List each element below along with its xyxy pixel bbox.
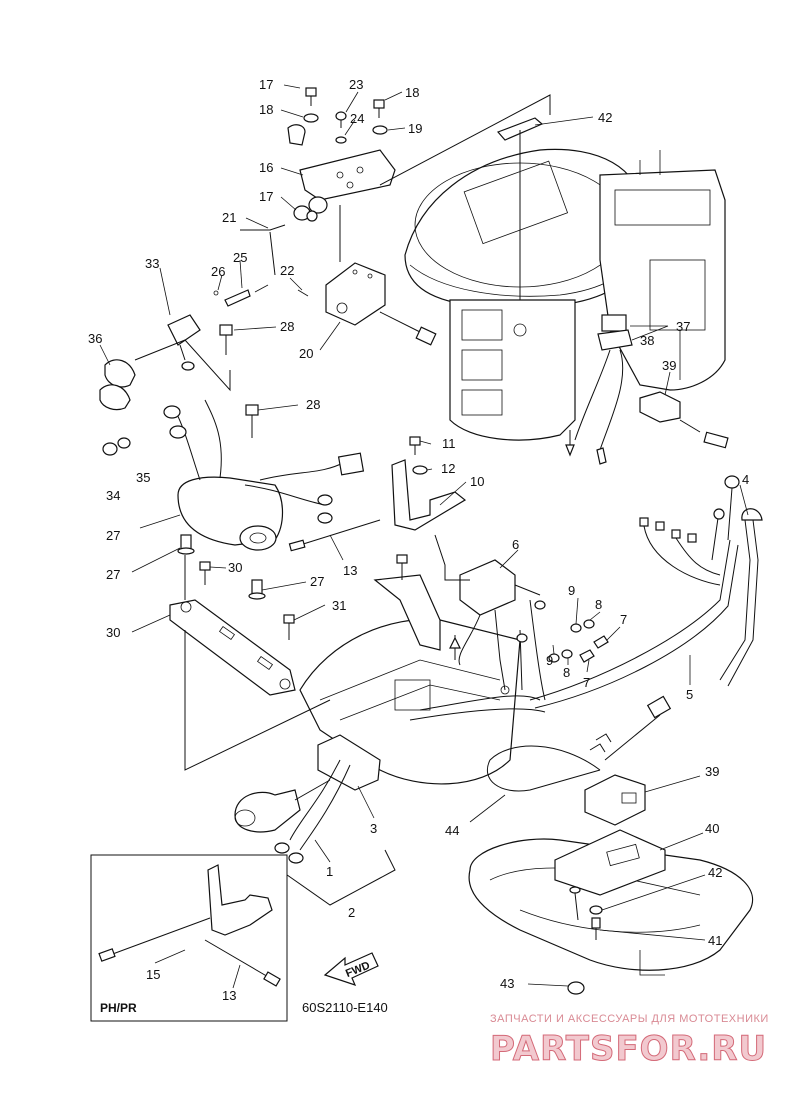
callout-17b: 18 — [405, 85, 419, 100]
callout-27b: 27 — [310, 574, 324, 589]
leader-lines — [99, 84, 749, 989]
callout-23: 24 — [350, 111, 364, 126]
callout-33: 35 — [136, 470, 150, 485]
callout-32: 34 — [106, 488, 120, 503]
callout-18a: 18 — [259, 102, 273, 117]
callout-labels: 17 18 23 24 18 19 42 16 17 21 25 26 22 3… — [88, 77, 749, 1003]
callout-17a: 17 — [259, 77, 273, 92]
callout-34: 36 — [88, 331, 102, 346]
callout-15: 16 — [259, 160, 273, 175]
callout-38: 42 — [598, 110, 612, 125]
callout-13b: 13 — [222, 988, 236, 1003]
callout-10: 10 — [470, 474, 484, 489]
callout-43: 43 — [500, 976, 514, 991]
callout-3: 3 — [370, 821, 377, 836]
callout-29: 30 — [106, 625, 120, 640]
callout-9b: 9 — [546, 653, 553, 668]
diagram-code: 60S2110-E140 — [302, 1000, 388, 1015]
callout-6: 6 — [512, 537, 519, 552]
callout-7a: 7 — [620, 612, 627, 627]
callout-12: 12 — [441, 461, 455, 476]
fwd-label: FWD — [344, 960, 372, 981]
bracket-assembly — [213, 87, 551, 346]
callout-37: 39 — [662, 358, 676, 373]
callout-11: 11 — [442, 436, 456, 451]
callout-16: 17 — [259, 189, 273, 204]
inset-label: PH/PR — [100, 1001, 137, 1015]
warning-unit — [487, 695, 672, 995]
callout-8b: 8 — [563, 665, 570, 680]
callout-20: 21 — [222, 210, 236, 225]
cdi-unit — [163, 399, 365, 551]
inset-box — [90, 854, 288, 1022]
sensor-connectors — [565, 314, 729, 465]
engine-block — [404, 148, 726, 441]
callout-24: 25 — [233, 250, 247, 265]
callout-9a: 9 — [568, 583, 575, 598]
main-switch — [234, 734, 396, 906]
callout-30b: 31 — [332, 598, 346, 613]
callout-13a: 13 — [343, 563, 357, 578]
callout-35: 37 — [676, 319, 690, 334]
fwd-arrow: FWD — [323, 952, 379, 986]
callout-39: 39 — [705, 764, 719, 779]
callout-26: 27 — [106, 528, 120, 543]
wire-harness — [409, 475, 763, 721]
bracket-plate — [99, 314, 331, 771]
callout-31: 33 — [145, 256, 159, 271]
callout-8a: 8 — [595, 597, 602, 612]
watermark-tagline: ЗАПЧАСТИ И АКСЕССУАРЫ ДЛЯ МОТОТЕХНИКИ — [490, 1013, 769, 1025]
callout-27a: 27 — [106, 567, 120, 582]
callout-22: 23 — [349, 77, 363, 92]
callout-30a: 30 — [228, 560, 242, 575]
callout-18b: 19 — [408, 121, 422, 136]
callout-40: 40 — [705, 821, 719, 836]
callout-5: 5 — [686, 687, 693, 702]
callout-42: 42 — [708, 865, 722, 880]
callout-19: 20 — [299, 346, 313, 361]
callout-25: 26 — [211, 264, 225, 279]
callout-44: 44 — [445, 823, 459, 838]
callout-14: 15 — [146, 967, 160, 982]
callout-2: 2 — [348, 905, 355, 920]
callout-4: 4 — [742, 472, 749, 487]
callout-36: 38 — [640, 333, 654, 348]
callout-21: 22 — [280, 263, 294, 278]
watermark-brand: PARTSFOR.RU — [490, 1029, 767, 1069]
callout-41: 41 — [708, 933, 722, 948]
callout-1: 1 — [326, 864, 333, 879]
callout-7b: 7 — [583, 675, 590, 690]
callout-28b: 28 — [306, 397, 320, 412]
callout-28a: 28 — [280, 319, 294, 334]
bottom-cowling — [299, 618, 521, 785]
